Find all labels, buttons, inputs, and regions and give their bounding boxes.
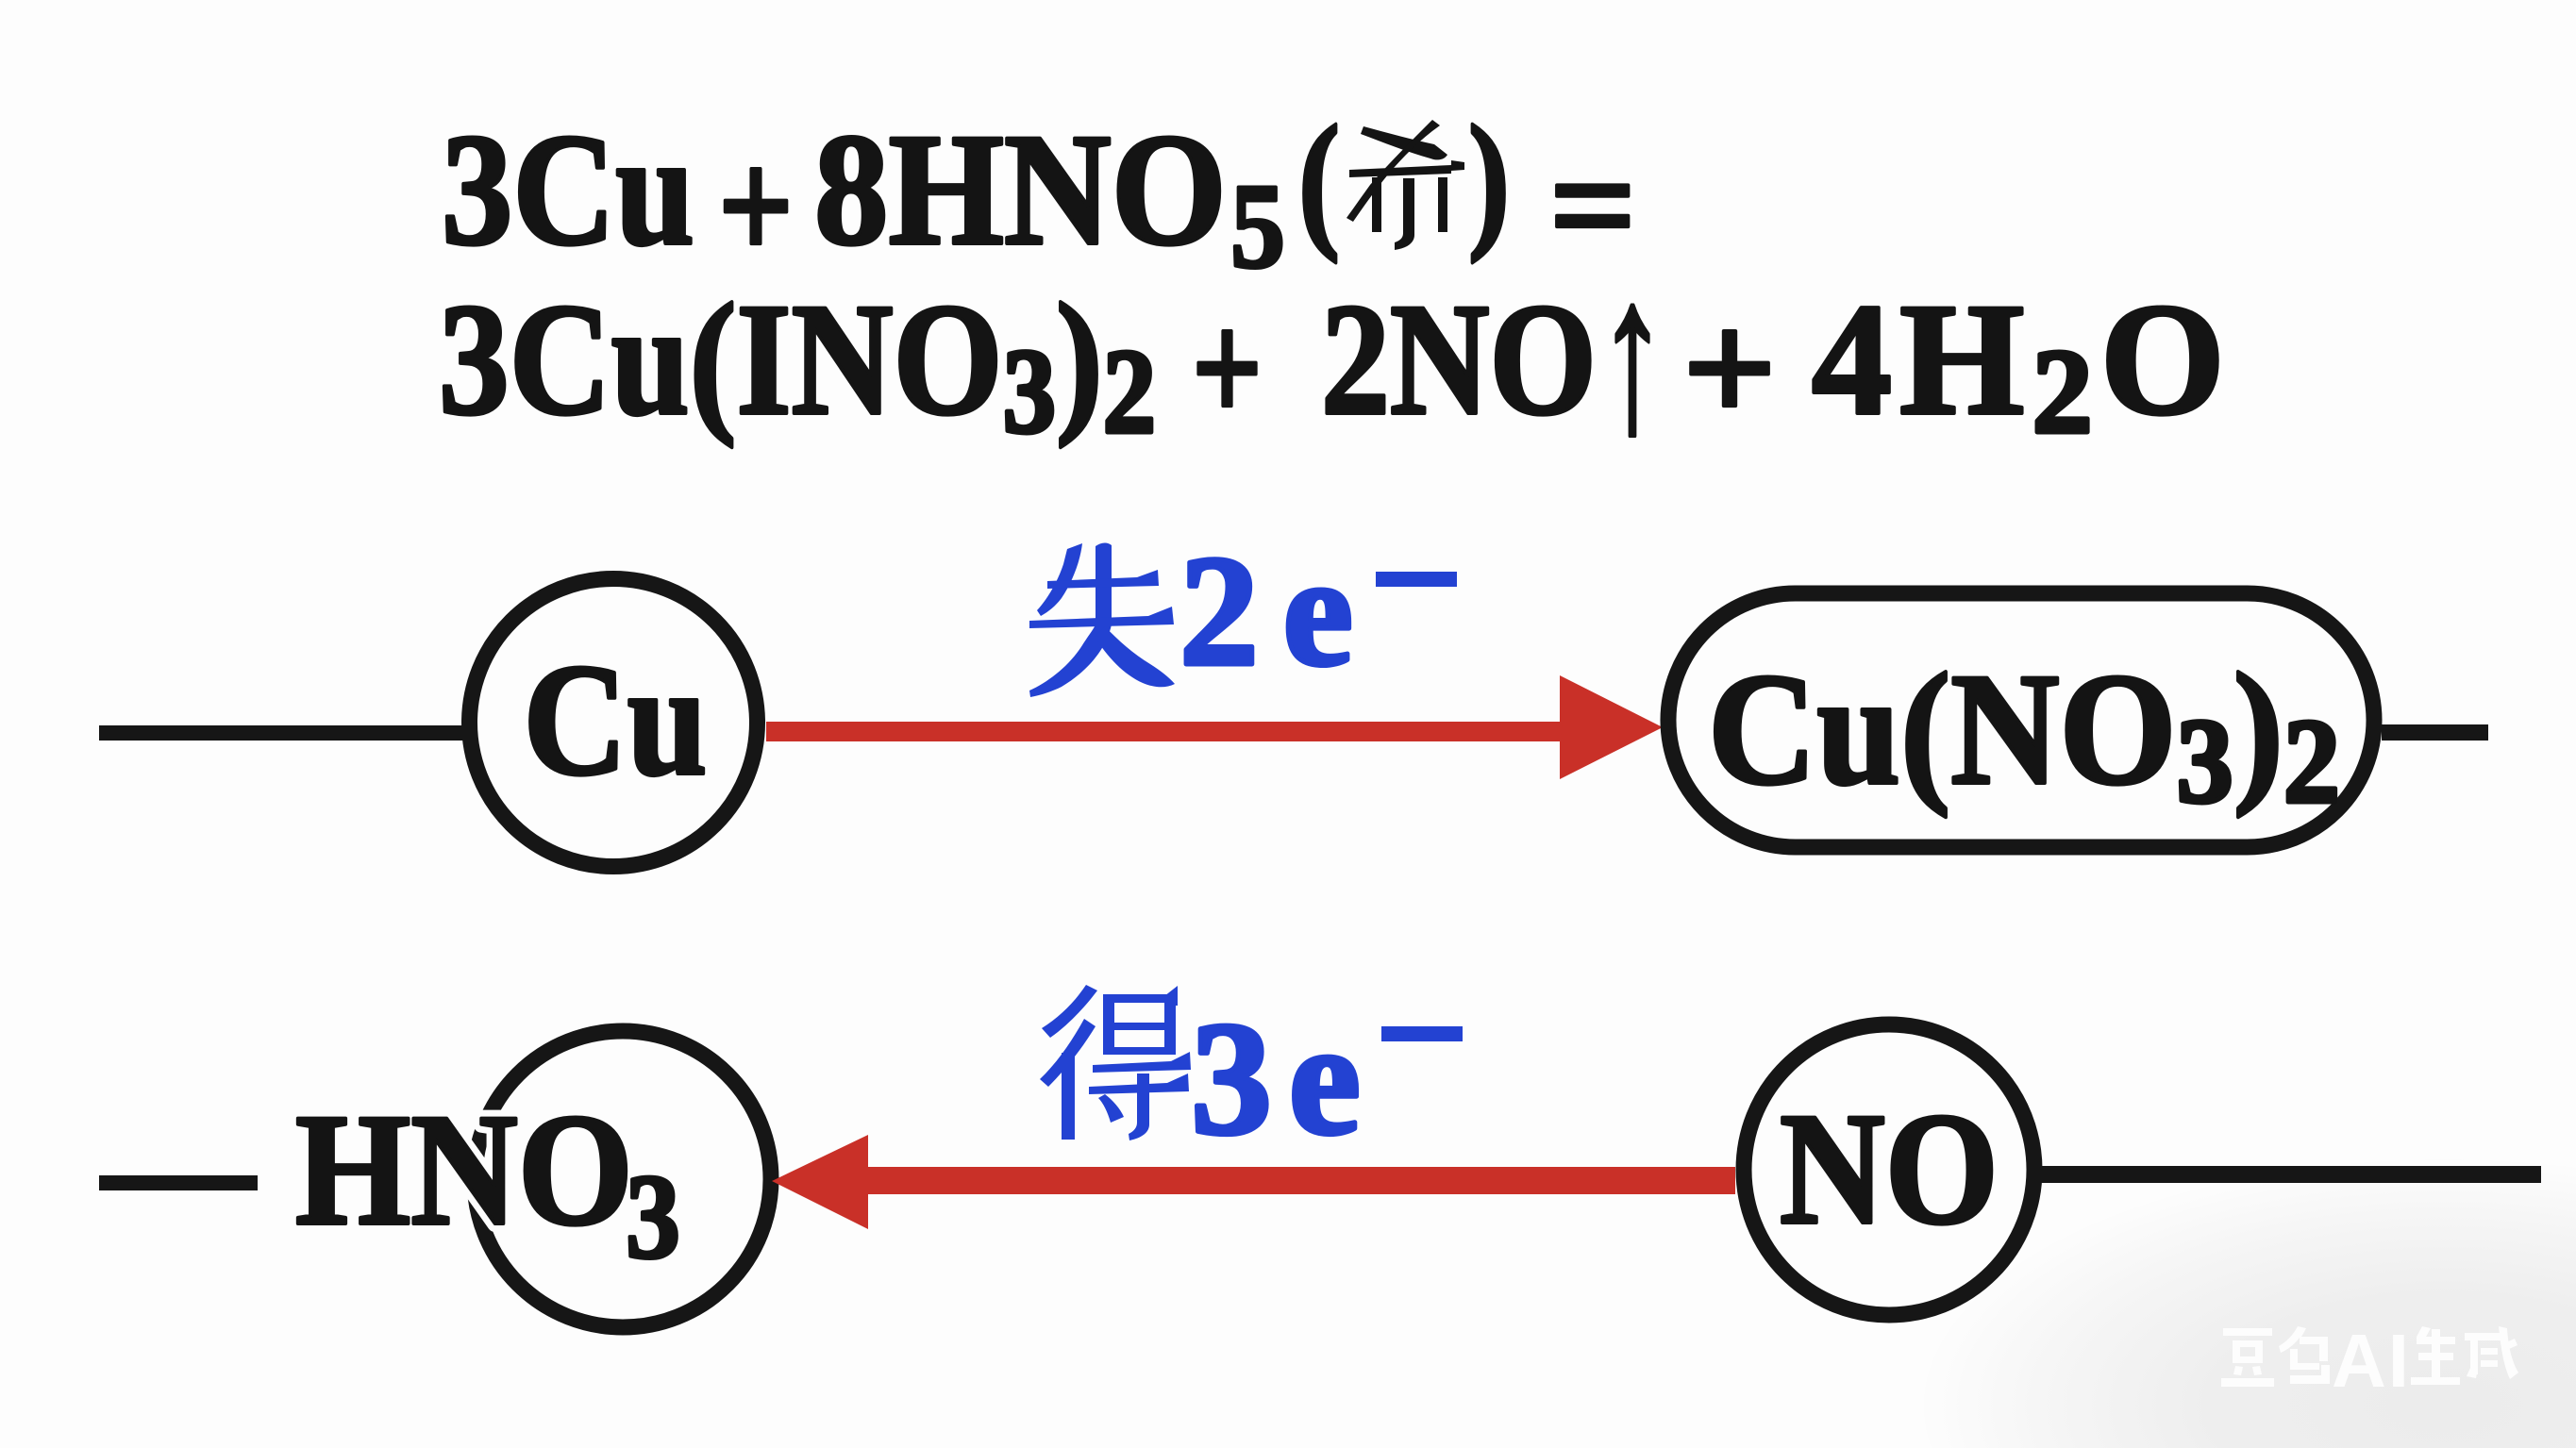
- svg-text:↑: ↑: [1597, 232, 1667, 477]
- svg-text:8HNO: 8HNO: [814, 101, 1227, 278]
- svg-text:(: (: [1298, 95, 1340, 264]
- svg-text:): ): [1468, 95, 1510, 264]
- svg-text:+: +: [1682, 279, 1777, 457]
- svg-text:AI: AI: [2332, 1319, 2411, 1403]
- svg-text:NO: NO: [1780, 1080, 1999, 1257]
- svg-text:HNO: HNO: [295, 1081, 633, 1258]
- svg-text:3: 3: [626, 1150, 680, 1284]
- svg-text:3Cu: 3Cu: [442, 101, 694, 278]
- svg-text:5: 5: [1230, 159, 1285, 293]
- svg-text:HNO: HNO: [295, 1081, 633, 1258]
- svg-text:+: +: [1192, 279, 1263, 457]
- svg-text:=: =: [1549, 122, 1636, 291]
- svg-text:2NO: 2NO: [1321, 271, 1597, 448]
- svg-text:4H2O: 4H2O: [1812, 271, 2225, 458]
- svg-text:3: 3: [626, 1150, 680, 1284]
- svg-text:+: +: [718, 117, 794, 294]
- svg-text:Cu(NO3)2: Cu(NO3)2: [1708, 641, 2340, 828]
- svg-text:Cu: Cu: [524, 631, 708, 808]
